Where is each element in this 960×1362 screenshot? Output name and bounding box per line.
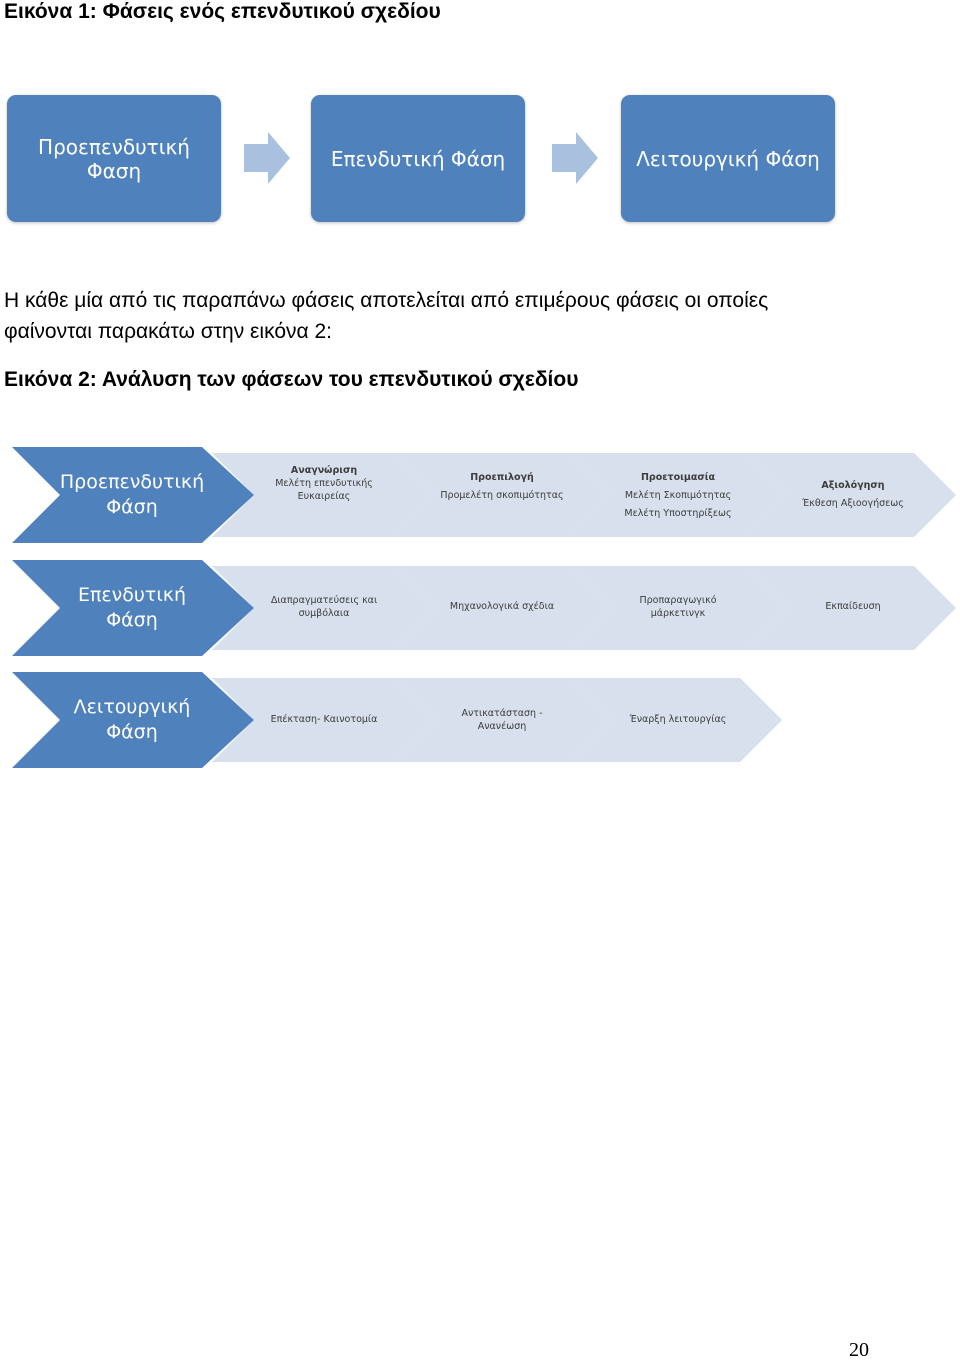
head-line: Επενδυτική xyxy=(77,584,187,606)
step-line: Ευκαιρείας xyxy=(297,491,351,502)
step-line: Επέκταση- Καινοτομία xyxy=(270,714,378,725)
step-training: Εκπαίδευση xyxy=(773,600,933,613)
head-chevron xyxy=(12,447,254,543)
phase-box-investment: Επενδυτική Φάση xyxy=(311,95,525,222)
paragraph-line: Η κάθε μία από τις παραπάνω φάσεις αποτε… xyxy=(4,289,769,312)
head-line: Φάση xyxy=(106,609,158,631)
head-chevron xyxy=(12,672,254,768)
phase-box-preinvestment: Προεπενδυτική Φαση xyxy=(7,95,221,222)
phase-label: Λειτουργική Φάση xyxy=(636,146,820,171)
step-preparation: Προετοιμασία Μελέτη Σκοπιμότητας Μελέτη … xyxy=(598,471,758,520)
step-chevron xyxy=(212,678,434,762)
page-number: 20 xyxy=(849,1339,869,1361)
step-preproduction-marketing: Προπαραγωγικό μάρκετινγκ xyxy=(598,594,758,620)
step-title: Αξιολόγηση xyxy=(821,480,885,491)
step-identification: Αναγνώριση Μελέτη επενδυτικής Ευκαιρείας xyxy=(244,464,404,503)
head-line: Φάση xyxy=(106,721,158,743)
step-expansion: Επέκταση- Καινοτομία xyxy=(244,713,404,726)
figure1-caption: Εικόνα 1: Φάσεις ενός επενδυτικού σχεδίο… xyxy=(4,0,441,23)
head-line: Προεπενδυτική xyxy=(59,471,205,493)
step-line: Εκπαίδευση xyxy=(825,601,881,612)
step-title: Προεπιλογή xyxy=(470,472,534,483)
step-line: συμβόλαια xyxy=(298,608,350,619)
step-chevron xyxy=(568,678,782,762)
head-chevron xyxy=(12,560,254,656)
step-title: Αναγνώριση xyxy=(290,465,358,476)
step-line: Έναρξη λειτουργίας xyxy=(629,714,727,725)
phase-label: Προεπενδυτική Φαση xyxy=(38,134,190,183)
step-chevron xyxy=(392,678,610,762)
figure2-caption: Εικόνα 2: Ανάλυση των φάσεων του επενδυτ… xyxy=(4,368,579,391)
step-line: Μελέτη Σκοπιμότητας xyxy=(624,490,732,501)
step-engineering: Μηχανολογικά σχέδια xyxy=(422,600,582,613)
step-chevron xyxy=(744,453,956,537)
phase-box-operational: Λειτουργική Φάση xyxy=(621,95,835,222)
step-negotiations: Διαπραγματεύσεις και συμβόλαια xyxy=(244,594,404,620)
step-chevron xyxy=(568,566,786,650)
phase-label: Επενδυτική Φάση xyxy=(330,146,506,171)
step-line: Προμελέτη σκοπιμότητας xyxy=(440,490,564,501)
step-chevron xyxy=(744,566,956,650)
step-chevron xyxy=(568,453,786,537)
step-replacement: Αντικατάσταση - Ανανέωση xyxy=(422,707,582,733)
step-start-operation: Έναρξη λειτουργίας xyxy=(598,713,758,726)
step-line: Μελέτη Υποστηρίξεως xyxy=(624,508,732,519)
step-line: Αντικατάσταση - xyxy=(461,708,543,719)
step-evaluation: Αξιολόγηση Έκθεση Αξιοογήσεως xyxy=(773,479,933,510)
row-head-investment: Επενδυτική Φάση xyxy=(22,583,242,633)
row-head-operational: Λειτουργική Φάση xyxy=(22,695,242,745)
step-line: Μελέτη επενδυτικής xyxy=(275,478,373,489)
arrow-right-icon xyxy=(552,132,598,184)
step-chevron xyxy=(392,453,610,537)
step-line: Προπαραγωγικό xyxy=(639,595,717,606)
head-line: Φάση xyxy=(106,496,158,518)
step-line: Διαπραγματεύσεις και xyxy=(270,595,378,606)
row-head-preinvestment: Προεπενδυτική Φάση xyxy=(22,470,242,520)
step-line: Μηχανολογικά σχέδια xyxy=(449,601,555,612)
step-line: Ανανέωση xyxy=(477,721,527,732)
step-line: μάρκετινγκ xyxy=(650,608,706,619)
paragraph-line: φαίνονται παρακάτω στην εικόνα 2: xyxy=(4,320,332,343)
step-chevron xyxy=(212,566,434,650)
step-line: Έκθεση Αξιοογήσεως xyxy=(802,498,904,509)
step-title: Προετοιμασία xyxy=(640,472,715,483)
step-chevron xyxy=(392,566,610,650)
head-line: Λειτουργική xyxy=(73,696,191,718)
step-chevron xyxy=(212,453,434,537)
figure2-diagram: Προεπενδυτική Φάση Επενδυτική Φάση Λειτο… xyxy=(0,440,960,780)
step-preselection: Προεπιλογή Προμελέτη σκοπιμότητας xyxy=(422,471,582,502)
body-paragraph: Η κάθε μία από τις παραπάνω φάσεις αποτε… xyxy=(4,285,768,347)
arrow-right-icon xyxy=(244,132,290,184)
